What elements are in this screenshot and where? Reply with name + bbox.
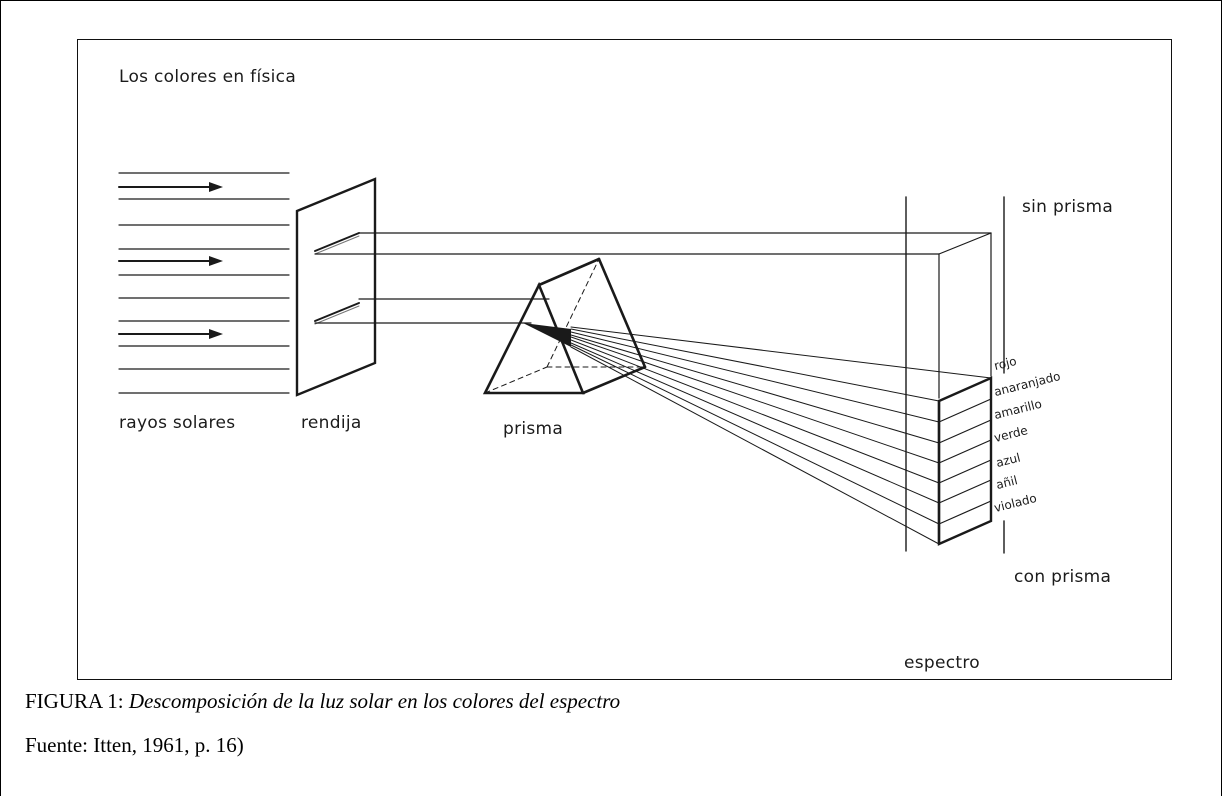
- slit-openings: [314, 232, 360, 322]
- diagram-title: Los colores en física: [119, 67, 297, 87]
- label-sun-rays: rayos solares: [119, 413, 236, 433]
- sun-rays: [118, 172, 290, 394]
- dispersion-wedge: [523, 323, 571, 347]
- prism-shape: [482, 257, 647, 395]
- figure-title: Descomposición de la luz solar en los co…: [128, 689, 621, 713]
- label-spectrum: espectro: [904, 653, 980, 673]
- beam-into-prism: [314, 298, 550, 324]
- ray-arrows: [118, 186, 214, 335]
- label-prism: prisma: [503, 419, 564, 439]
- label-slit: rendija: [301, 413, 362, 433]
- beam-without-prism: [314, 232, 992, 399]
- slit-panel: [295, 177, 377, 397]
- figure-source: Fuente: Itten, 1961, p. 16): [25, 733, 244, 757]
- label-without-prism: sin prisma: [1022, 197, 1114, 217]
- figure-label: FIGURA 1:: [25, 689, 124, 713]
- label-with-prism: con prisma: [1014, 567, 1112, 587]
- figure-caption: FIGURA 1: Descomposición de la luz solar…: [25, 689, 620, 714]
- spectrum-rays: [570, 326, 992, 545]
- spectrum-box: [937, 376, 993, 546]
- figure-frame: [77, 39, 1172, 680]
